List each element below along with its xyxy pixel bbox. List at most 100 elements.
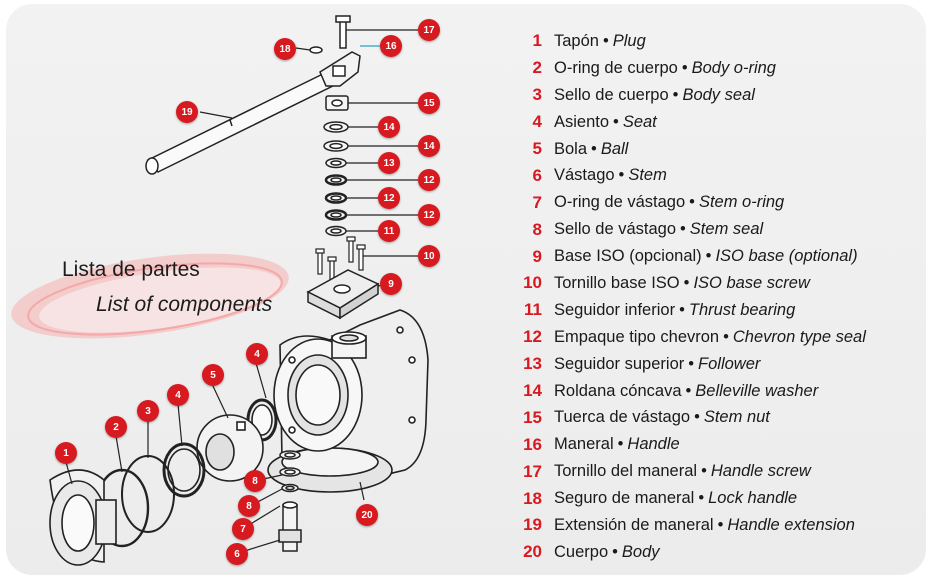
legend-item-number: 2 — [532, 58, 542, 78]
legend-separator: • — [613, 112, 619, 131]
legend-item-spanish: Seguidor inferior — [554, 300, 676, 319]
legend-item-english: ISO base screw — [693, 273, 810, 292]
legend-item-spanish: Asiento — [554, 112, 610, 131]
callout-15: 15 — [418, 92, 440, 114]
legend-item-number: 13 — [523, 354, 542, 374]
legend-item-number: 12 — [523, 327, 542, 347]
legend-item: 15 Tuerca de vástago•Stem nut — [510, 404, 930, 431]
legend-separator: • — [723, 327, 729, 346]
legend-separator: • — [679, 300, 685, 319]
legend-item-number: 7 — [532, 192, 542, 212]
legend-item-number: 6 — [532, 165, 542, 185]
legend-item-english: ISO base (optional) — [715, 247, 858, 266]
ball-and-seats — [49, 398, 278, 566]
title-swoosh — [11, 253, 289, 339]
legend-item-spanish: Roldana cóncava — [554, 381, 682, 400]
callout-1: 1 — [55, 442, 77, 464]
legend-item-spanish: Tuerca de vástago — [554, 408, 691, 427]
legend-separator: • — [602, 31, 609, 50]
callout-10: 10 — [418, 245, 440, 267]
legend-item-number: 4 — [532, 112, 542, 132]
callout-19: 19 — [176, 101, 198, 123]
legend-item-english: Chevron type seal — [732, 327, 866, 346]
legend-separator: • — [612, 542, 618, 561]
legend-separator: • — [685, 381, 692, 400]
legend-item-english: Handle extension — [727, 515, 855, 534]
legend-item-english: Lock handle — [708, 489, 798, 508]
legend-item-spanish: Cuerpo — [554, 542, 609, 561]
legend-item-english: Seat — [622, 112, 657, 131]
callout-5: 5 — [202, 364, 224, 386]
callout-7: 7 — [232, 518, 254, 540]
legend-item: 4 Asiento•Seat — [510, 109, 930, 136]
legend-item: 11 Seguidor inferior•Thrust bearing — [510, 297, 930, 324]
legend-item-spanish: Tapón — [554, 31, 599, 50]
legend-item-number: 3 — [532, 85, 542, 105]
callout-13: 13 — [378, 152, 400, 174]
legend-item: 9 Base ISO (opcional)•ISO base (optional) — [510, 243, 930, 270]
legend-item-spanish: Seguidor superior — [554, 354, 685, 373]
legend-item-english: Plug — [612, 31, 646, 50]
handle-part — [309, 15, 361, 87]
legend-separator: • — [694, 408, 700, 427]
legend-separator: • — [688, 354, 695, 373]
legend-item-english: Stem o-ring — [698, 193, 785, 212]
legend-item-number: 11 — [524, 300, 542, 320]
legend-item-spanish: Maneral — [554, 435, 614, 454]
legend-item-number: 20 — [523, 542, 542, 562]
legend-item-spanish: Sello de vástago — [554, 220, 677, 239]
legend-separator: • — [617, 435, 624, 454]
legend-item-number: 1 — [532, 31, 542, 51]
legend-item-english: Stem nut — [703, 408, 770, 427]
legend-item-number: 19 — [523, 515, 542, 535]
stem-seal-stack — [323, 95, 349, 237]
legend-item-number: 18 — [523, 488, 542, 508]
callout-11: 11 — [378, 220, 400, 242]
legend-separator: • — [705, 247, 712, 266]
callout-18: 18 — [274, 38, 296, 60]
legend-item-number: 15 — [523, 407, 542, 427]
legend-separator: • — [717, 515, 724, 534]
legend-separator: • — [591, 139, 597, 158]
legend-item-english: Body — [621, 542, 660, 561]
legend-item-spanish: Base ISO (opcional) — [554, 247, 702, 266]
legend-separator: • — [672, 85, 679, 104]
legend-item-number: 8 — [532, 219, 542, 239]
callout-8a: 8 — [244, 470, 266, 492]
legend-separator: • — [680, 220, 686, 239]
callout-12c: 12 — [418, 204, 440, 226]
legend-item-english: Ball — [600, 139, 629, 158]
legend-item-number: 17 — [523, 461, 542, 481]
legend-item-english: Thrust bearing — [688, 300, 796, 319]
legend-item-spanish: Tornillo del maneral — [554, 462, 698, 481]
legend-item-english: Body o-ring — [691, 58, 776, 77]
legend-item-english: Handle screw — [710, 462, 811, 481]
iso-base-part — [306, 269, 380, 320]
callout-12a: 12 — [418, 169, 440, 191]
handle-extension-part — [145, 67, 347, 175]
legend-item: 20 Cuerpo•Body — [510, 539, 930, 566]
legend-item-spanish: O-ring de vástago — [554, 193, 686, 212]
legend-item-spanish: Tornillo base ISO — [554, 273, 680, 292]
valve-body-part — [267, 309, 429, 493]
callout-4a: 4 — [246, 343, 268, 365]
legend-item-spanish: Bola — [554, 139, 588, 158]
legend-item-spanish: Vástago — [554, 166, 615, 185]
legend-separator: • — [681, 58, 688, 77]
legend-item-number: 9 — [532, 246, 542, 266]
callout-12b: 12 — [378, 187, 400, 209]
